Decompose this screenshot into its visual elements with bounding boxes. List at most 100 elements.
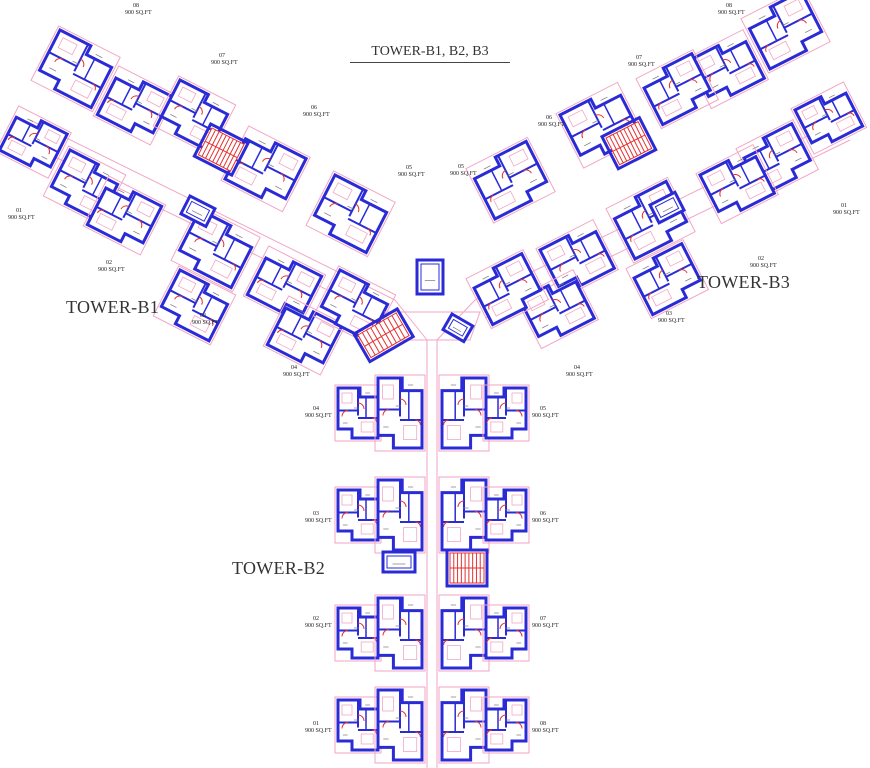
apartment-unit (515, 268, 600, 350)
tower-b2-plan (334, 340, 530, 768)
staircase (445, 548, 489, 588)
apartment-unit (438, 686, 490, 764)
apartment-unit (482, 384, 530, 442)
tower-b3-plan (465, 0, 868, 350)
apartment-unit (482, 696, 530, 754)
staircase (351, 306, 416, 364)
tower-b3-unit-08-area: 900 SQ.FT (718, 10, 745, 16)
tower-b1-plan (0, 25, 397, 376)
tower-b2-unit-04-area: 900 SQ.FT (305, 413, 332, 419)
apartment-unit (152, 265, 237, 346)
tower-b2-unit-07-number: 07 (540, 616, 546, 622)
tower-b2-unit-05-number: 05 (540, 406, 546, 412)
apartment-unit (334, 384, 382, 442)
tower-b1-unit-06-number: 06 (311, 105, 317, 111)
tower-b1-unit-01-number: 01 (16, 208, 22, 214)
tower-b2-unit-06-number: 06 (540, 511, 546, 517)
tower-b1-unit-06-area: 900 SQ.FT (303, 112, 330, 118)
apartment-unit (438, 476, 490, 554)
tower-b3-unit-04-number: 04 (574, 365, 580, 371)
apartment-unit (242, 245, 327, 326)
apartment-unit (535, 218, 620, 300)
apartment-unit (305, 170, 396, 258)
tower-b3-unit-05-number: 05 (458, 164, 464, 170)
staircase (192, 121, 251, 178)
tower-b1-unit-05-area: 900 SQ.FT (398, 172, 425, 178)
apartment-unit (170, 205, 261, 293)
tower-b2-unit-03-area: 900 SQ.FT (305, 518, 332, 524)
apartment-unit (82, 175, 167, 256)
tower-b2-unit-04-number: 04 (313, 406, 319, 412)
tower-b3-unit-06-number: 06 (546, 115, 552, 121)
tower-b1-label: TOWER-B1 (66, 297, 160, 317)
tower-b2-unit-01-area: 900 SQ.FT (305, 728, 332, 734)
tower-b1-unit-01-area: 900 SQ.FT (8, 215, 35, 221)
apartment-unit (695, 143, 780, 225)
tower-b1-unit-04-area: 900 SQ.FT (283, 372, 310, 378)
tower-b2-unit-01-number: 01 (313, 721, 319, 727)
apartment-unit (625, 238, 710, 320)
tower-b1-unit-08-area: 900 SQ.FT (125, 10, 152, 16)
tower-b3-unit-07-number: 07 (636, 55, 642, 61)
tower-b3-label: TOWER-B3 (697, 272, 791, 292)
tower-b3-unit-02-area: 900 SQ.FT (750, 263, 777, 269)
tower-b3-unit-05-area: 900 SQ.FT (450, 171, 477, 177)
tower-b2-unit-02-area: 900 SQ.FT (305, 623, 332, 629)
apartment-unit (0, 105, 72, 179)
apartment-unit (220, 125, 311, 213)
tower-b3-unit-06-area: 900 SQ.FT (538, 122, 565, 128)
apartment-unit (740, 0, 831, 74)
tower-b3-unit-02-number: 02 (758, 256, 764, 262)
apartment-unit (790, 81, 868, 155)
tower-b2-unit-08-area: 900 SQ.FT (532, 728, 559, 734)
plan-heading: TOWER-B1, B2, B3 (350, 44, 510, 63)
apartment-unit (482, 486, 530, 544)
tower-b2-unit-05-area: 900 SQ.FT (532, 413, 559, 419)
tower-b3-unit-08-number: 08 (726, 3, 732, 9)
lift-core (381, 550, 417, 574)
apartment-unit (334, 696, 382, 754)
tower-b3-unit-01-number: 01 (841, 203, 847, 209)
apartment-unit (374, 374, 426, 452)
apartment-unit (438, 374, 490, 452)
tower-b2-unit-08-number: 08 (540, 721, 546, 727)
apartment-unit (334, 604, 382, 662)
tower-b3-unit-04-area: 900 SQ.FT (566, 372, 593, 378)
tower-b1-unit-08-number: 08 (133, 3, 139, 9)
tower-b2-label: TOWER-B2 (232, 558, 326, 578)
lift-core (415, 258, 445, 296)
apartment-unit (92, 65, 177, 146)
tower-b2-unit-06-area: 900 SQ.FT (532, 518, 559, 524)
lift-core (440, 311, 475, 344)
apartment-unit (374, 476, 426, 554)
tower-b1-unit-03-number: 03 (200, 313, 206, 319)
apartment-unit (374, 594, 426, 672)
lift-core (647, 190, 687, 225)
central-core (351, 258, 481, 364)
tower-b1-unit-07-number: 07 (219, 53, 225, 59)
tower-b2-unit-03-number: 03 (313, 511, 319, 517)
lift-core (178, 193, 217, 229)
apartment-unit (30, 25, 121, 113)
apartment-unit (438, 594, 490, 672)
tower-b3-unit-01-area: 900 SQ.FT (833, 210, 860, 216)
tower-b3-unit-03-area: 900 SQ.FT (658, 318, 685, 324)
tower-b1-unit-07-area: 900 SQ.FT (211, 60, 238, 66)
tower-b1-unit-02-number: 02 (106, 260, 112, 266)
apartment-unit (635, 48, 720, 130)
apartment-unit (334, 486, 382, 544)
tower-b1-unit-03-area: 900 SQ.FT (192, 320, 219, 326)
tower-b3-unit-07-area: 900 SQ.FT (628, 62, 655, 68)
tower-b1-unit-02-area: 900 SQ.FT (98, 267, 125, 273)
apartment-unit (482, 604, 530, 662)
tower-b1-unit-04-number: 04 (291, 365, 297, 371)
apartment-unit (465, 248, 550, 330)
tower-b2-unit-07-area: 900 SQ.FT (532, 623, 559, 629)
apartment-unit (262, 295, 347, 376)
apartment-unit (465, 136, 556, 224)
tower-b2-unit-02-number: 02 (313, 616, 319, 622)
tower-b3-unit-03-number: 03 (666, 311, 672, 317)
apartment-unit (374, 686, 426, 764)
